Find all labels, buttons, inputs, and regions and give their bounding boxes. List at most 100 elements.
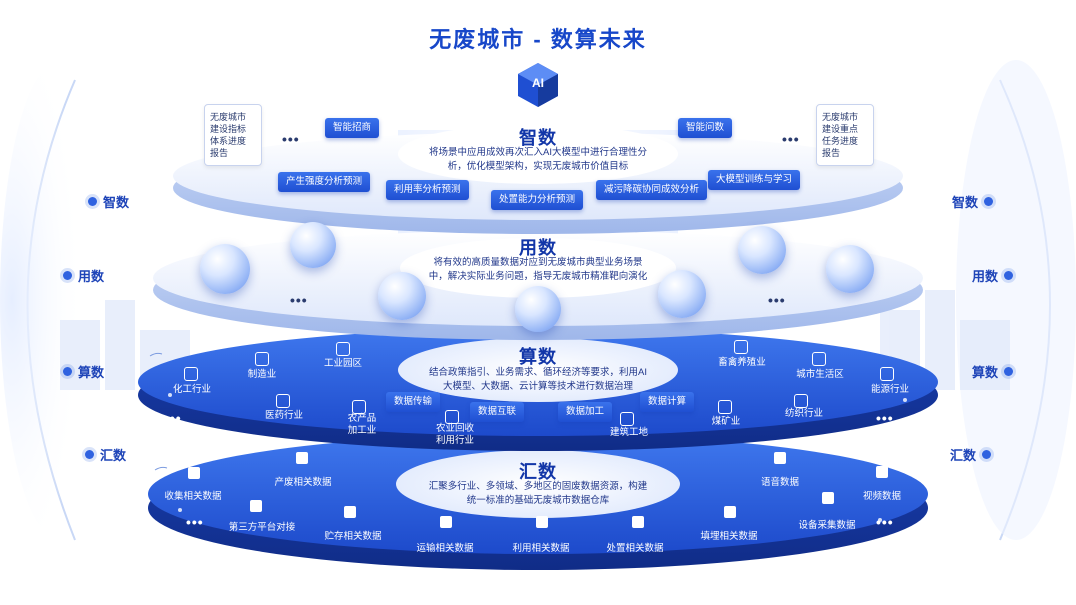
- more-indicator: •••: [290, 292, 308, 308]
- industry-manufacturing: 制造业: [247, 369, 277, 380]
- data-disposal: 处置相关数据: [606, 543, 664, 554]
- side-label-huishu-left: 汇数: [85, 445, 126, 464]
- data-video: 视频数据: [862, 491, 901, 502]
- more-indicator: •••: [768, 292, 786, 308]
- layer-title-suanshu: 算数: [519, 347, 557, 367]
- bullet-icon: [63, 367, 72, 376]
- data-generation: 产废相关数据: [274, 477, 332, 488]
- factory-icon: [184, 367, 198, 381]
- scene-sphere-pie-icon: [738, 226, 786, 274]
- side-label-yongshu-left: 用数: [63, 266, 104, 285]
- bullet-icon: [63, 271, 72, 280]
- industry-energy: 能源行业: [870, 384, 909, 395]
- process-data-processing: 数据加工: [558, 402, 613, 422]
- data-device: 设备采集数据: [798, 520, 856, 531]
- chip-pollution-carbon: 减污降碳协同成效分析: [596, 180, 708, 200]
- data-landfill: 填埋相关数据: [700, 531, 758, 542]
- industry-construction: 建筑工地: [609, 427, 648, 438]
- side-label-zhishu-right: 智数: [952, 192, 994, 211]
- page-title: 无废城市 - 数算未来: [429, 27, 647, 52]
- data-voice: 语音数据: [760, 477, 799, 488]
- svg-text:AI: AI: [532, 76, 544, 90]
- textile-icon: [794, 394, 808, 408]
- side-label-suanshu-left: 算数: [63, 362, 104, 381]
- bullet-icon: [88, 197, 97, 206]
- chip-model-training: 大模型训练与学习: [708, 170, 801, 190]
- industry-livestock: 畜禽养殖业: [718, 357, 766, 368]
- layer-desc-yongshu: 将有效的高质量数据对应到无废城市典型业务场景 中，解决实际业务问题，指导无废城市…: [428, 257, 648, 282]
- scene-sphere-bar-icon: [290, 222, 336, 268]
- collect-icon: [188, 467, 200, 479]
- recycle-icon: [536, 516, 548, 528]
- report-card-right: 无废城市 建设重点 任务进度 报告: [816, 104, 874, 166]
- side-label-yongshu-right: 用数: [972, 266, 1014, 285]
- process-data-interconnect: 数据互联: [470, 402, 525, 422]
- industry-textile: 纺织行业: [784, 408, 823, 419]
- industry-pharma: 医药行业: [264, 410, 303, 421]
- factory-icon: [336, 342, 350, 356]
- process-data-transfer: 数据传输: [386, 392, 441, 412]
- chip-smart-investment: 智能招商: [325, 118, 380, 138]
- data-transport: 运输相关数据: [416, 543, 474, 554]
- industry-coal: 煤矿业: [711, 416, 741, 427]
- monitor-icon: [250, 500, 262, 512]
- industry-urban-living: 城市生活区: [796, 369, 844, 380]
- landfill-icon: [724, 506, 736, 518]
- factory-icon: [255, 352, 269, 366]
- scene-sphere-dots-icon: [826, 245, 874, 293]
- bullet-icon: [1004, 367, 1014, 376]
- layer-desc-huishu: 汇聚多行业、多领域、多地区的固废数据资源，构建 统一标准的基础无废城市数据仓库: [428, 481, 648, 506]
- more-indicator: •••: [164, 410, 182, 426]
- side-label-huishu-right: 汇数: [950, 445, 992, 464]
- chip-smart-query: 智能问数: [678, 118, 733, 138]
- energy-icon: [880, 367, 894, 381]
- industry-agri-processing: 农产品 加工业: [347, 413, 377, 436]
- data-collect: 收集相关数据: [164, 491, 222, 502]
- side-label-suanshu-right: 算数: [972, 362, 1014, 381]
- bullet-icon: [982, 450, 992, 459]
- bullet-icon: [1004, 271, 1014, 280]
- building-icon: [812, 352, 826, 366]
- data-storage: 贮存相关数据: [324, 531, 382, 542]
- more-indicator: •••: [876, 514, 894, 530]
- industry-agri-recycle: 农业回收 利用行业: [435, 423, 474, 446]
- report-card-left: 无废城市 建设指标 体系进度 报告: [204, 104, 262, 166]
- factory-icon: [296, 452, 308, 464]
- more-indicator: •••: [186, 514, 204, 530]
- side-label-zhishu-left: 智数: [88, 192, 129, 211]
- more-indicator: •••: [876, 410, 894, 426]
- bullet-icon: [85, 450, 94, 459]
- box-icon: [632, 516, 644, 528]
- more-indicator: •••: [282, 131, 300, 147]
- industry-chemical: 化工行业: [172, 384, 211, 395]
- industry-park: 工业园区: [323, 358, 362, 369]
- layer-desc-zhishu: 将场景中应用成效再次汇入AI大模型中进行合理性分 析，优化模型架构，实现无废城市…: [429, 147, 647, 172]
- scene-sphere-columns-icon: [378, 272, 426, 320]
- scene-sphere-screen-icon: [515, 286, 561, 332]
- medicine-icon: [276, 394, 290, 408]
- layer-desc-suanshu: 结合政策指引、业务需求、循环经济等要求，利用AI 大模型、大数据、云计算等技术进…: [429, 367, 647, 392]
- scene-sphere-chart-icon: [200, 244, 250, 294]
- chip-utilization-rate: 利用率分析预测: [386, 180, 469, 200]
- process-data-compute: 数据计算: [640, 392, 695, 412]
- device-icon: [822, 492, 834, 504]
- truck-icon: [440, 516, 452, 528]
- more-indicator: •••: [782, 131, 800, 147]
- layer-title-yongshu: 用数: [519, 238, 557, 258]
- storage-icon: [344, 506, 356, 518]
- data-utilization: 利用相关数据: [512, 543, 570, 554]
- data-third-party: 第三方平台对接: [228, 522, 296, 533]
- chip-generation-intensity: 产生强度分析预测: [278, 172, 371, 192]
- crop-icon: [352, 400, 366, 414]
- construction-icon: [620, 412, 634, 426]
- microphone-icon: [774, 452, 786, 464]
- layer-title-huishu: 汇数: [519, 462, 557, 482]
- bullet-icon: [984, 197, 994, 206]
- recycle-icon: [445, 410, 459, 424]
- chip-disposal-capacity: 处置能力分析预测: [491, 190, 584, 210]
- video-icon: [876, 466, 888, 478]
- mine-cart-icon: [718, 400, 732, 414]
- livestock-icon: [734, 340, 748, 354]
- layer-title-zhishu: 智数: [519, 128, 557, 148]
- scene-sphere-map-icon: [658, 270, 706, 318]
